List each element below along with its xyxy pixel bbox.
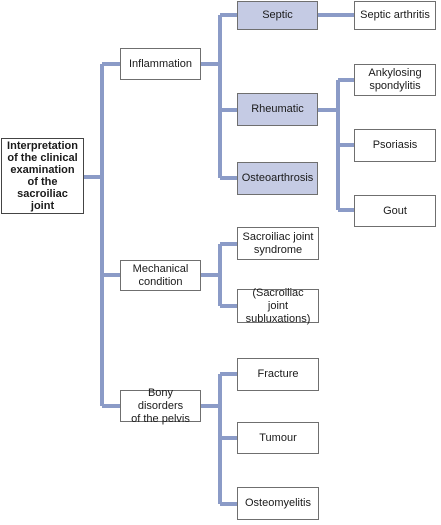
septic-node: Septic: [237, 1, 318, 30]
mechanical-condition-node: Mechanical condition: [120, 260, 201, 291]
sacroiliac-joint-subluxations-node: (Sacroiliac joint subluxations): [237, 287, 319, 325]
bony-disorders-node: Bony disorders of the pelvis: [120, 387, 201, 425]
psoriasis-node: Psoriasis: [354, 129, 436, 162]
septic-arthritis-node: Septic arthritis: [354, 1, 436, 30]
rheumatic-node: Rheumatic: [237, 93, 318, 126]
sacroiliac-joint-syndrome-node: Sacroiliac joint syndrome: [237, 227, 319, 260]
gout-node: Gout: [354, 195, 436, 227]
ankylosing-spondylitis-node: Ankylosing spondylitis: [354, 64, 436, 96]
root-node: Interpretation of the clinical examinati…: [1, 138, 84, 214]
fracture-node: Fracture: [237, 358, 319, 391]
inflammation-node: Inflammation: [120, 48, 201, 80]
osteomyelitis-node: Osteomyelitis: [237, 487, 319, 520]
tumour-node: Tumour: [237, 422, 319, 454]
osteoarthrosis-node: Osteoarthrosis: [237, 162, 318, 195]
